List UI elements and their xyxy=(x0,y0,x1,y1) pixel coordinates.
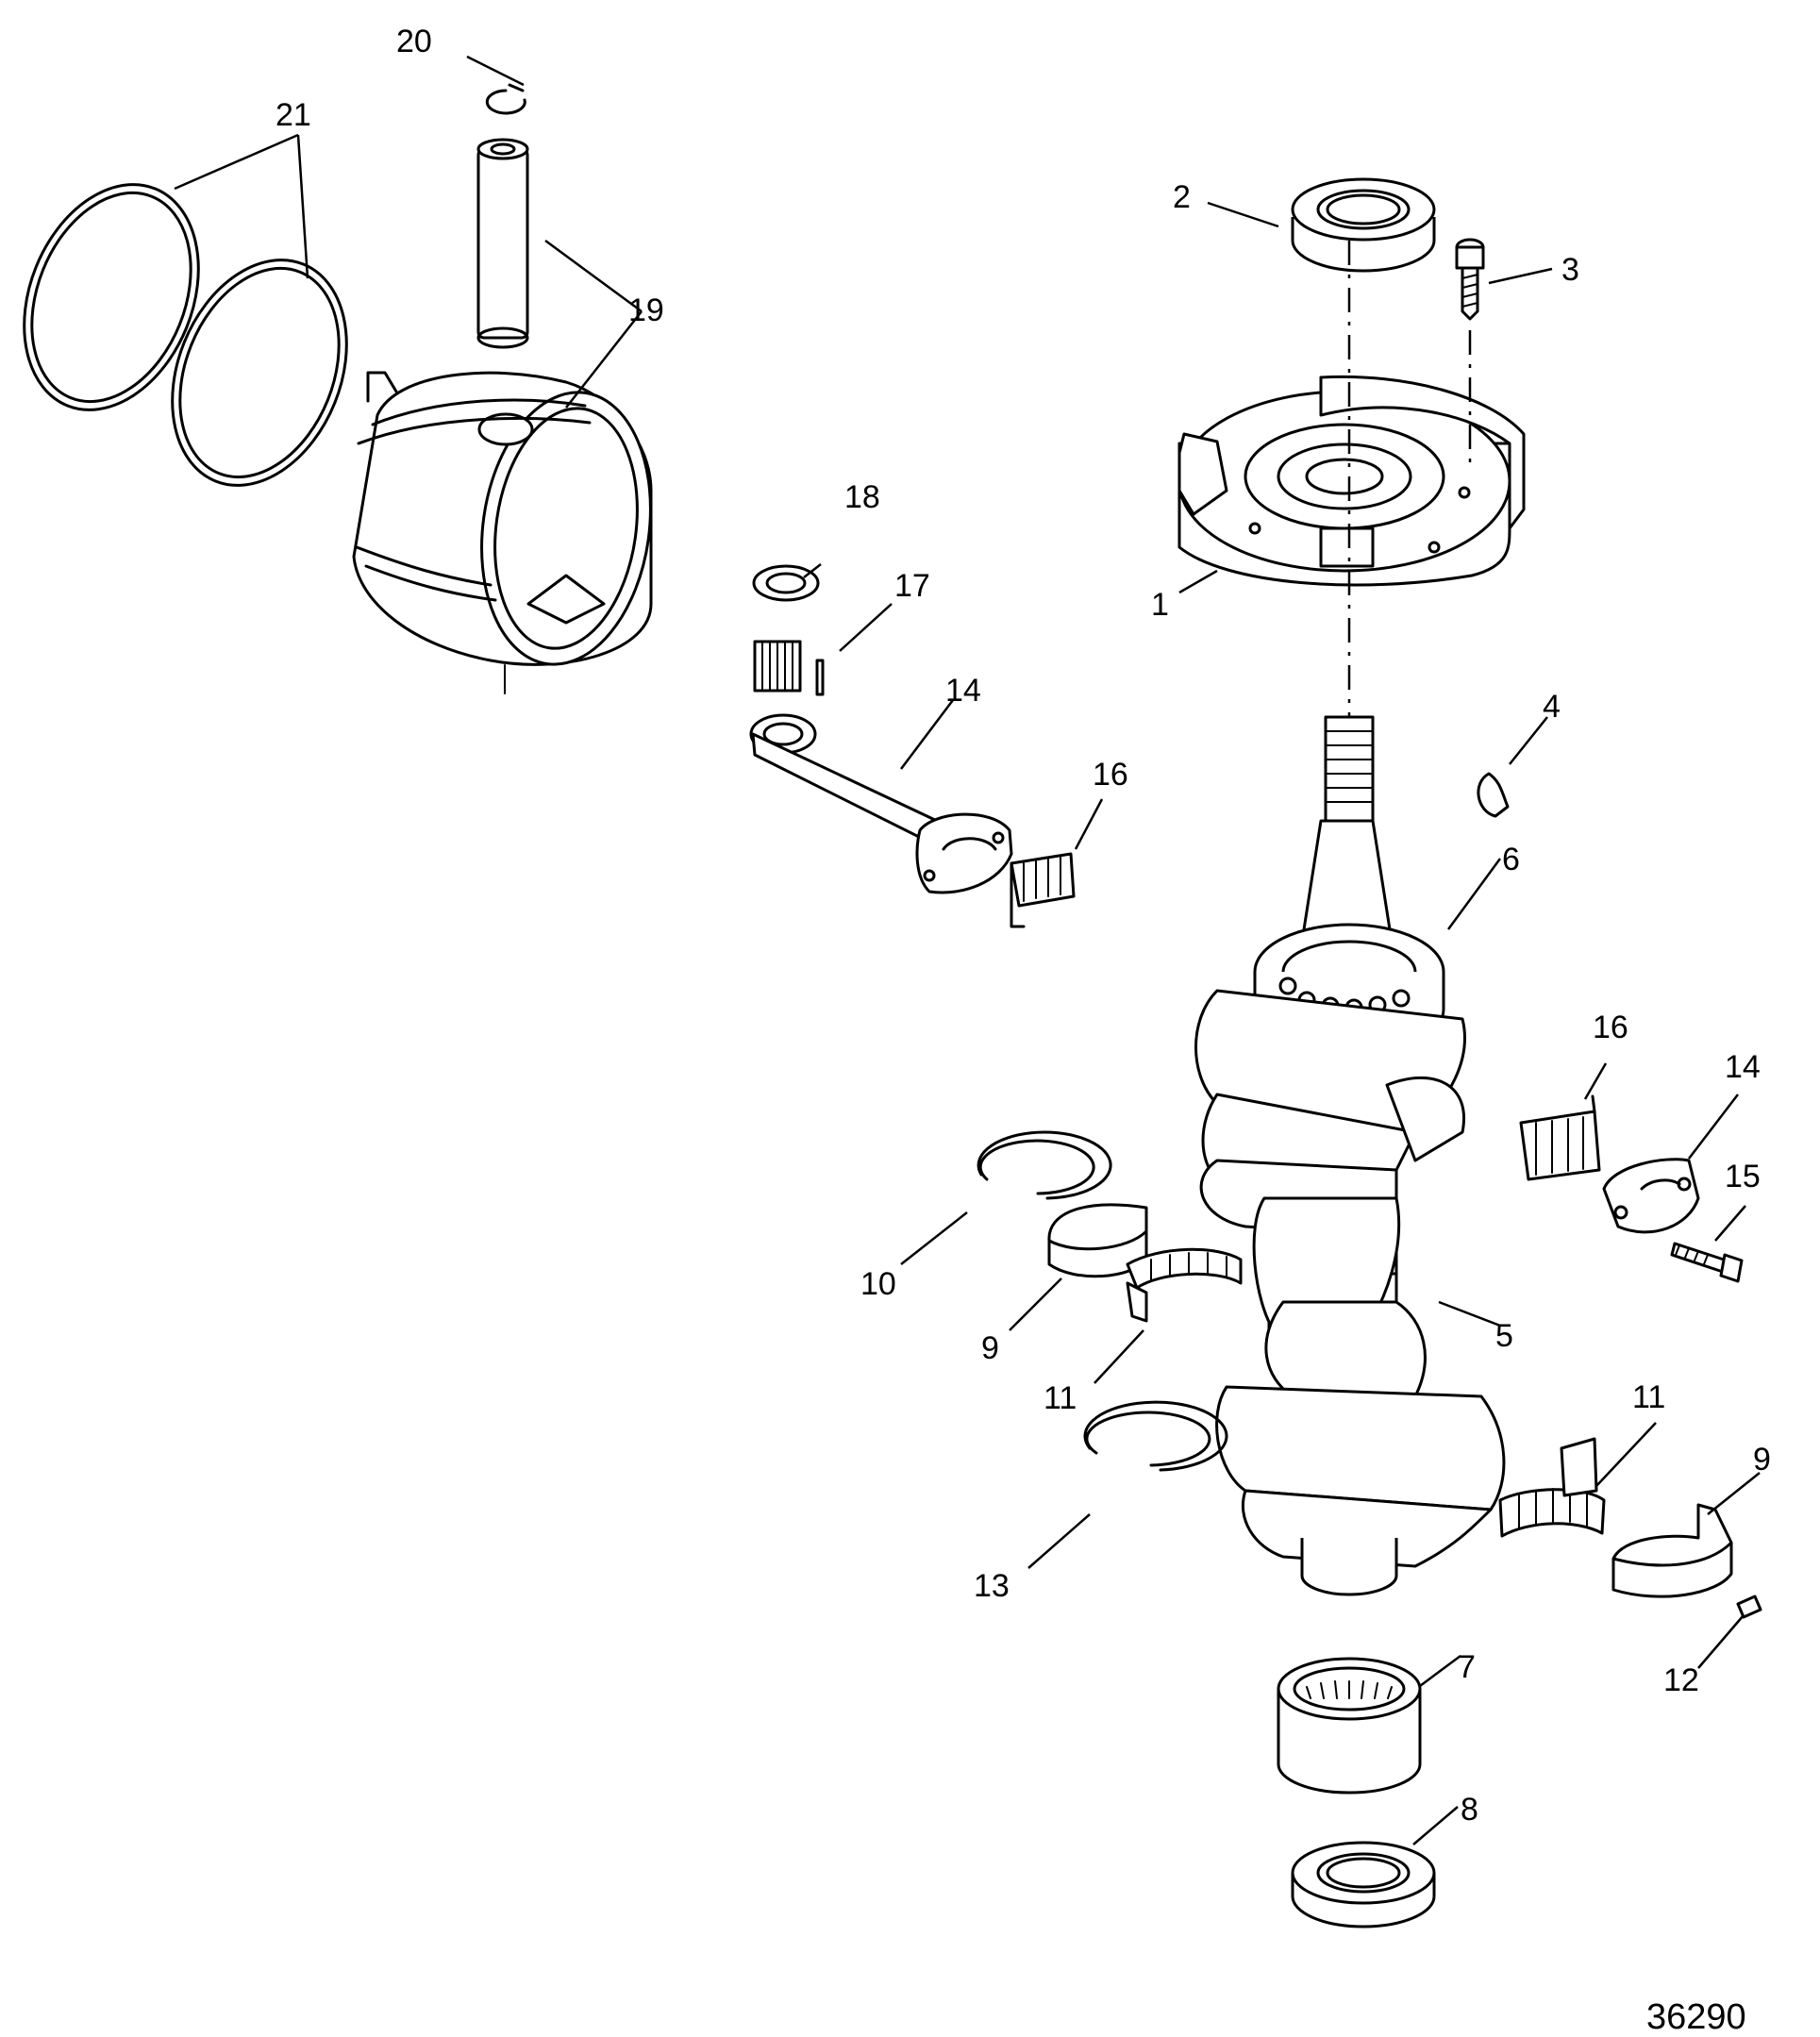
piston-ring-upper xyxy=(23,183,200,411)
leader-lines xyxy=(174,55,1761,1845)
figure-number: 36290 xyxy=(1646,1997,1746,2037)
rod-bearing-upper xyxy=(1010,852,1076,928)
piston-pin-needle-bearing xyxy=(753,640,825,696)
callout-9-lower: 9 xyxy=(1753,1442,1771,1478)
callout-11-upper: 11 xyxy=(1044,1380,1077,1416)
bearing-race-lower xyxy=(1611,1503,1733,1598)
callout-2: 2 xyxy=(1173,179,1191,215)
piston-ring-lower xyxy=(171,259,348,487)
crankshaft xyxy=(1194,715,1506,1596)
callout-4: 4 xyxy=(1543,689,1561,725)
callout-8: 8 xyxy=(1461,1792,1478,1828)
callout-14-rod: 14 xyxy=(945,673,981,709)
callout-12: 12 xyxy=(1663,1662,1699,1698)
callout-19: 19 xyxy=(628,292,664,328)
callout-7: 7 xyxy=(1458,1649,1476,1685)
callout-5: 5 xyxy=(1495,1318,1513,1354)
callout-18: 18 xyxy=(844,479,880,515)
dowel-pin xyxy=(1736,1595,1762,1619)
rod-cap-screw xyxy=(1670,1242,1744,1283)
callout-9-upper: 9 xyxy=(981,1330,999,1366)
needle-bearing-upper xyxy=(1126,1247,1243,1323)
callout-3: 3 xyxy=(1561,252,1579,288)
wrist-pin-retainer xyxy=(485,83,526,115)
retaining-ring-lower xyxy=(1083,1400,1228,1472)
rod-bearing-right xyxy=(1519,1094,1601,1181)
callout-17: 17 xyxy=(894,568,930,604)
callout-10: 10 xyxy=(860,1266,896,1302)
locating-washer xyxy=(752,564,820,602)
callout-1: 1 xyxy=(1151,587,1169,623)
connecting-rod xyxy=(749,713,1013,894)
needle-bearing-lower xyxy=(1498,1437,1606,1538)
callout-labels: 1 2 3 4 5 6 7 8 9 9 10 11 11 12 13 14 14… xyxy=(276,24,1771,1828)
callout-16-lower: 16 xyxy=(1593,1010,1628,1045)
woodruff-key xyxy=(1477,772,1510,818)
callout-13: 13 xyxy=(974,1568,1010,1604)
callout-11-lower: 11 xyxy=(1632,1379,1665,1415)
upper-end-cap xyxy=(1177,375,1526,587)
lower-crankshaft-seal xyxy=(1291,1841,1436,1928)
lower-roller-bearing xyxy=(1277,1657,1422,1795)
upper-crankshaft-seal xyxy=(1291,177,1436,273)
rod-cap xyxy=(1602,1158,1700,1234)
piston xyxy=(352,371,653,694)
callout-20: 20 xyxy=(396,24,432,59)
retaining-ring-upper xyxy=(977,1130,1112,1200)
callout-6: 6 xyxy=(1502,842,1520,877)
end-cap-screw xyxy=(1455,238,1485,321)
callout-16-upper: 16 xyxy=(1093,757,1128,793)
wrist-pin xyxy=(476,138,529,349)
callout-15: 15 xyxy=(1725,1159,1761,1194)
callout-21: 21 xyxy=(276,97,311,133)
callout-14-cap: 14 xyxy=(1725,1049,1761,1085)
